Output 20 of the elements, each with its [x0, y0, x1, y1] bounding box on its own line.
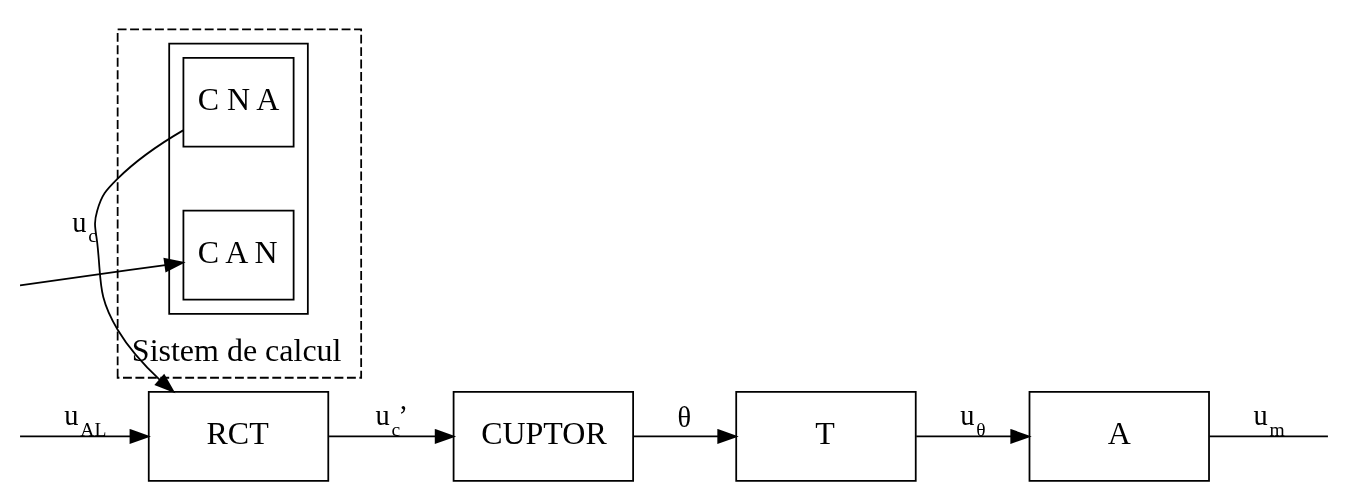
edge-label: u$_{c}$ [71, 206, 97, 247]
node-box: RCT [147, 391, 329, 482]
cluster [167, 42, 309, 315]
connector [1208, 435, 1329, 438]
edge-label: u$_{AL}$ [63, 400, 106, 440]
arrow [93, 129, 184, 394]
arrow [914, 428, 1032, 444]
arrow [18, 257, 186, 287]
node-box: CUPTOR [452, 391, 634, 482]
arrow [632, 428, 739, 444]
edge-label: θ [677, 402, 691, 434]
edge-label: u$_{m}$ [1252, 400, 1285, 440]
node-box: T [734, 391, 917, 482]
edge-label: u$_{c}$’ [374, 400, 408, 440]
arrow [18, 428, 151, 444]
node-box: A [1028, 391, 1210, 482]
node-box: C A N [182, 209, 294, 301]
edge-label: u$_{θ}$ [959, 400, 986, 440]
node-box: C N A [182, 56, 294, 148]
arrow [327, 428, 456, 444]
